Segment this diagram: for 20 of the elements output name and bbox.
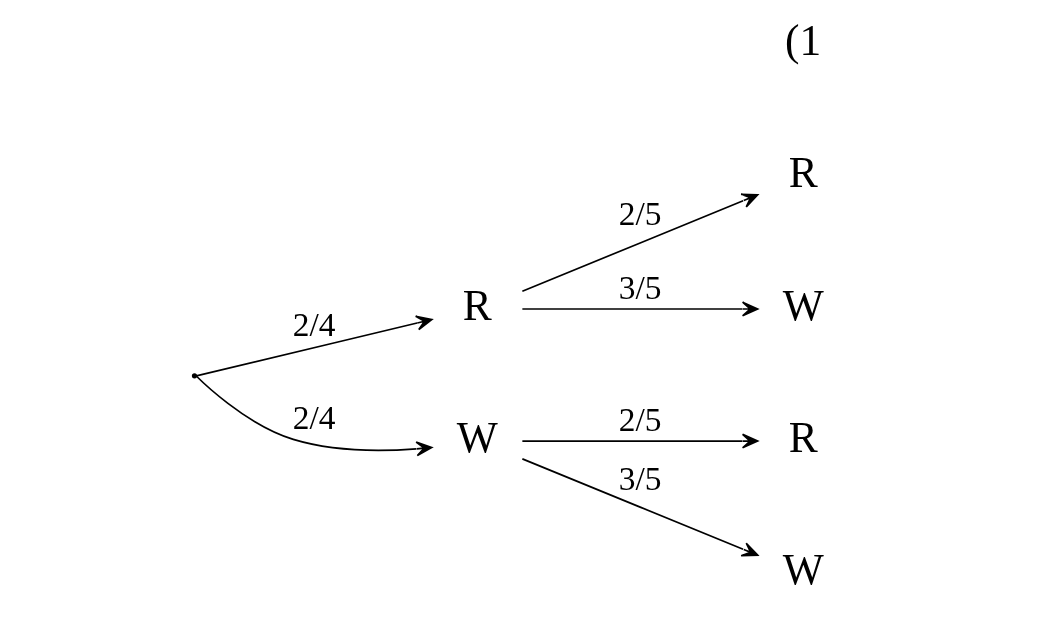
edge-label: 3/5 — [618, 459, 662, 497]
node-text: R — [788, 148, 818, 197]
node-text: W — [456, 412, 498, 461]
arrow — [195, 375, 433, 457]
arrow — [521, 458, 759, 557]
label: (1 — [785, 16, 822, 65]
node-text: R — [788, 412, 818, 461]
arrow — [521, 301, 759, 317]
edge-label: 3/5 — [618, 268, 662, 306]
arrow — [195, 315, 433, 377]
node-text: R — [462, 280, 492, 329]
edge-label: 2/4 — [292, 305, 336, 343]
node-point — [191, 373, 198, 379]
node-text: W — [782, 544, 824, 593]
arrow — [521, 433, 759, 449]
edge-label: 2/4 — [292, 399, 336, 437]
edge-label: 2/5 — [618, 195, 662, 233]
edge-label: 2/5 — [618, 401, 662, 439]
arrow — [521, 193, 759, 293]
node-text: W — [782, 280, 824, 329]
